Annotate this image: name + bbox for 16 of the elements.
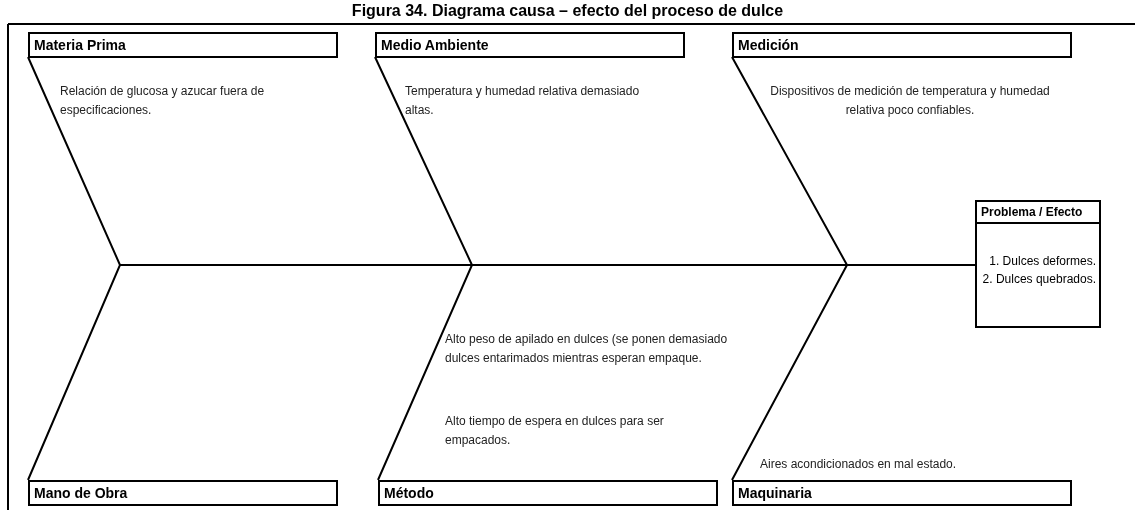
category-box: Mano de Obra: [28, 480, 338, 506]
diagram-title: Figura 34. Diagrama causa – efecto del proceso de dulce: [350, 2, 785, 20]
category-box: Maquinaria: [732, 480, 1072, 506]
effect-list: 1. Dulces deformes. 2. Dulces quebrados.: [977, 224, 1099, 288]
cause-text: Relación de glucosa y azucar fuera de especificaciones.: [60, 83, 266, 119]
cause-text: Aires acondicionados en mal estado.: [760, 456, 958, 473]
cause-text: Alto peso de apilado en dulces (se ponen demasiado dulces entarimados mientras esperan empaque.: [445, 331, 729, 367]
effect-box: [975, 200, 1101, 328]
cause-text: Alto tiempo de espera en dulces para ser empacados.: [445, 413, 665, 449]
effect-heading: Problema / Efecto: [977, 202, 1099, 224]
category-box: Medición: [732, 32, 1072, 58]
cause-text: Dispositivos de medición de temperatura y humedad relativa poco confiables.: [769, 83, 1051, 119]
category-box: Método: [378, 480, 718, 506]
cause-text: Temperatura y humedad relativa demasiado altas.: [405, 83, 641, 119]
category-box: Medio Ambiente: [375, 32, 685, 58]
category-box: Materia Prima: [28, 32, 338, 58]
